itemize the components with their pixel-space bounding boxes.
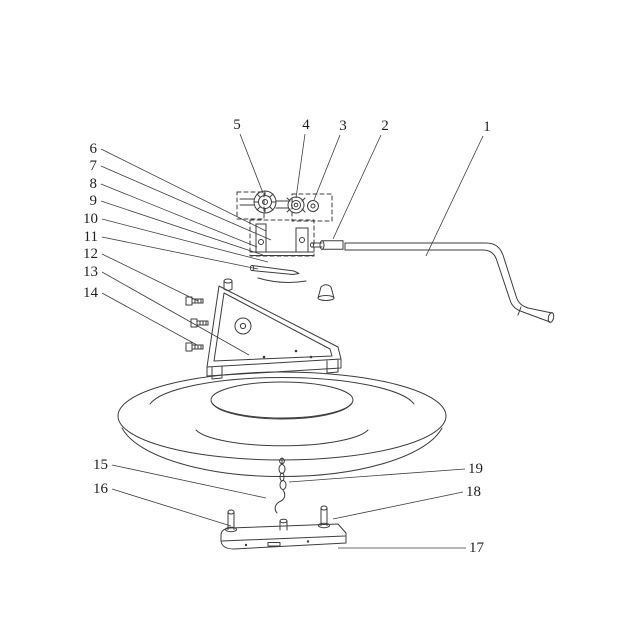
callout-label-3: 3	[339, 118, 347, 134]
callout-label-5: 5	[233, 117, 241, 133]
chain-drawing	[274, 457, 287, 514]
leader-line-5	[239, 133, 264, 194]
bolt-drawing-3	[185, 342, 204, 352]
leader-line-15	[111, 464, 267, 499]
callout-label-12: 12	[83, 246, 98, 262]
callout-label-2: 2	[381, 118, 389, 134]
bolt-drawing-2	[190, 318, 209, 328]
leader-line-2	[332, 134, 382, 240]
carrier-plate-drawing	[220, 505, 347, 550]
callout-labels: 1 2 3 4 5 6 7 8 9 10 11 12 13 14 15 16 1…	[83, 117, 491, 556]
callout-label-6: 6	[90, 141, 98, 157]
hook-anchor-drawing	[279, 518, 288, 531]
leader-line-16	[111, 488, 232, 527]
leader-line-11	[101, 236, 259, 270]
leader-line-13	[101, 271, 250, 356]
leader-line-7	[100, 165, 272, 241]
callout-label-14: 14	[83, 285, 99, 301]
cap-drawing	[317, 284, 335, 301]
stud-drawing	[223, 278, 233, 291]
leader-line-18	[332, 491, 464, 520]
callout-label-18: 18	[466, 484, 481, 500]
mounting-bracket-drawing	[249, 223, 315, 256]
callout-label-11: 11	[84, 229, 98, 245]
leader-line-9	[100, 200, 264, 256]
leader-lines	[100, 133, 484, 549]
callout-label-13: 13	[83, 264, 98, 280]
callout-label-15: 15	[93, 457, 108, 473]
leader-line-6	[100, 148, 267, 232]
hook-drawing	[274, 489, 286, 514]
callout-label-4: 4	[302, 117, 310, 133]
callout-label-10: 10	[83, 211, 98, 227]
leader-line-14	[101, 292, 198, 346]
retaining-pin-drawing	[249, 264, 307, 283]
callout-label-1: 1	[483, 119, 491, 135]
guide-post-left-drawing	[225, 509, 237, 533]
callout-label-16: 16	[93, 481, 109, 497]
crank-handle-drawing	[344, 242, 555, 323]
callout-label-9: 9	[90, 193, 98, 209]
callout-label-8: 8	[90, 176, 98, 192]
leader-line-19	[288, 468, 466, 483]
leader-line-12	[101, 253, 199, 302]
phantom-outline	[236, 191, 333, 257]
leader-line-8	[100, 183, 258, 248]
guide-post-right-drawing	[318, 505, 330, 529]
callout-label-7: 7	[90, 158, 98, 174]
leader-line-3	[313, 134, 341, 201]
leader-line-1	[425, 135, 484, 257]
callout-label-17: 17	[469, 540, 485, 556]
leader-line-10	[101, 218, 269, 263]
drawing-layer	[117, 190, 555, 550]
bolt-drawing-1	[185, 296, 204, 306]
callout-label-19: 19	[468, 461, 483, 477]
leader-line-4	[295, 133, 306, 199]
input-shaft-drawing	[310, 240, 344, 250]
